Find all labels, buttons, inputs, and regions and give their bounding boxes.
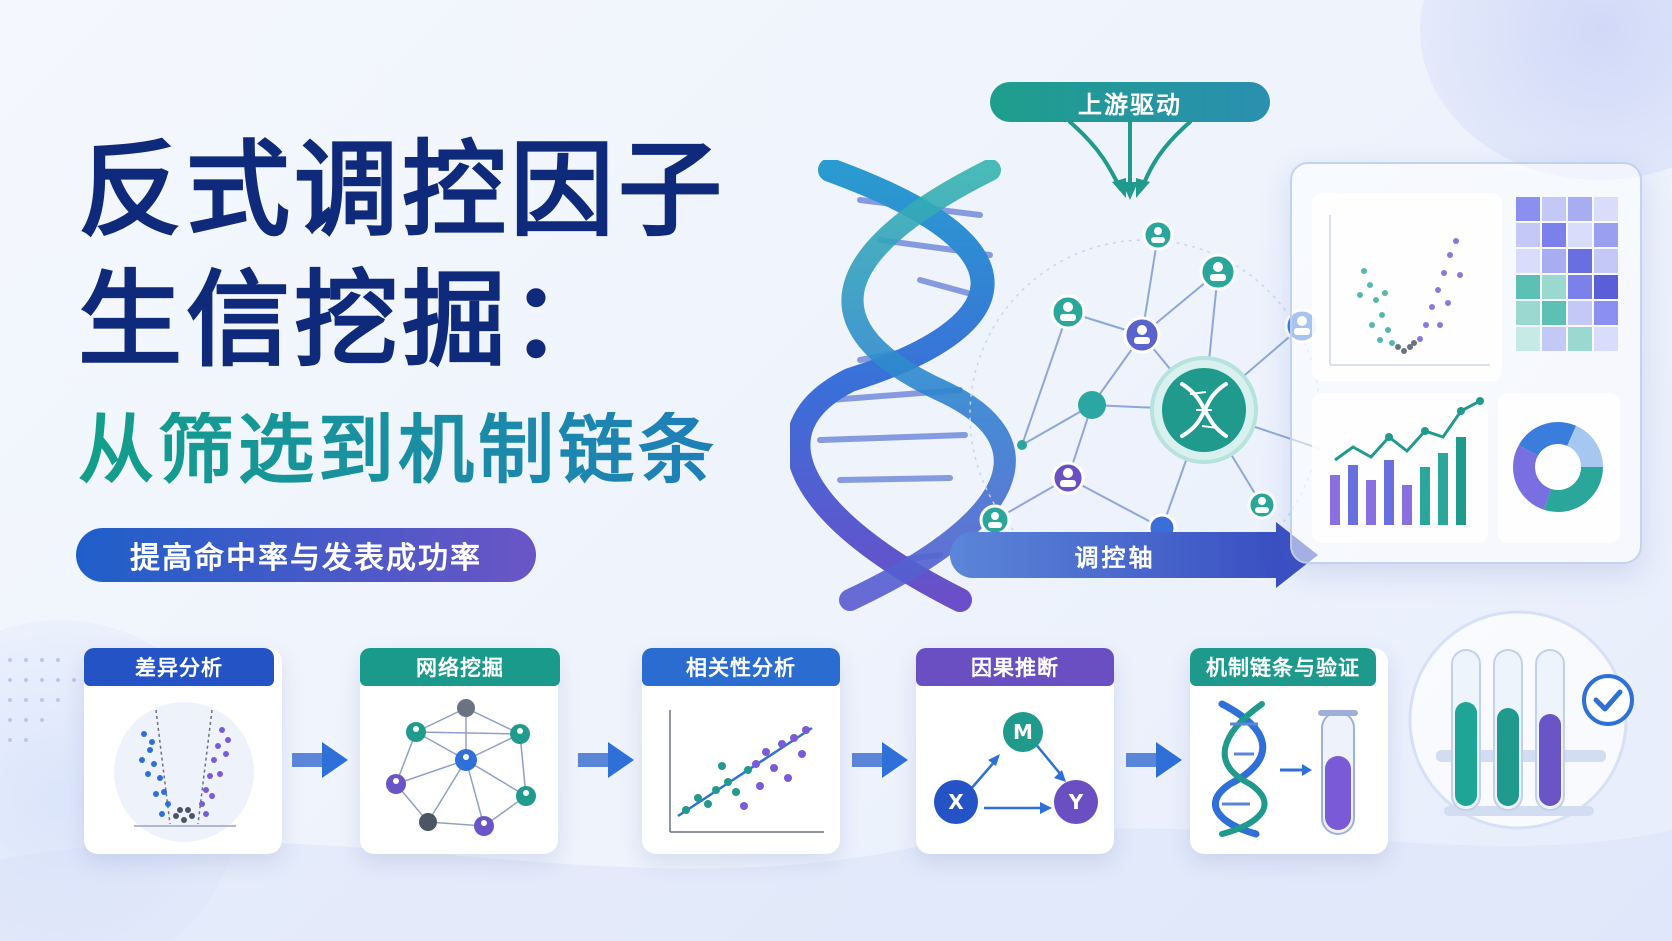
bg-wave <box>0 828 1672 941</box>
flow-arrow-3 <box>852 742 908 778</box>
step-label-differential: 差异分析 <box>84 648 274 686</box>
step-label-correlation: 相关性分析 <box>642 648 840 686</box>
correlation-scatter-icon <box>669 710 824 833</box>
step-label-mechanism: 机制链条与验证 <box>1190 648 1376 686</box>
bg-dot-pattern <box>8 658 76 742</box>
regulatory-network <box>969 219 1320 540</box>
regulatory-axis-arrow: 调控轴 <box>950 522 1318 588</box>
subtitle-pill: 提高命中率与发表成功率 <box>76 528 536 582</box>
test-tubes-illustration <box>1408 610 1634 830</box>
flow-arrow-1 <box>292 742 348 778</box>
flow-arrow-2 <box>578 742 634 778</box>
causal-node-y: Y <box>1054 780 1098 824</box>
title-line-3: 从筛选到机制链条 <box>78 405 718 494</box>
causal-node-x: X <box>934 780 978 824</box>
title-line-2: 生信挖掘： <box>78 259 619 381</box>
step-label-causal: 因果推断 <box>916 648 1114 686</box>
upstream-arrows <box>1068 120 1192 200</box>
volcano-plot-icon <box>114 702 254 842</box>
causal-inference-diagram <box>969 741 1066 814</box>
regulatory-axis-label: 调控轴 <box>1074 543 1156 572</box>
dna-helix-illustration <box>790 160 1016 612</box>
causal-node-m: M <box>1003 712 1043 752</box>
mechanism-validation-icon <box>1211 700 1358 838</box>
bg-circle-top-right <box>1420 0 1672 180</box>
dashboard-graphics <box>1312 193 1620 543</box>
step-label-network: 网络挖掘 <box>360 648 560 686</box>
flow-arrow-4 <box>1126 742 1182 778</box>
upstream-driver-label: 上游驱动 <box>990 82 1270 122</box>
title-line-1: 反式调控因子 <box>78 129 727 251</box>
network-mining-icon <box>386 699 536 836</box>
